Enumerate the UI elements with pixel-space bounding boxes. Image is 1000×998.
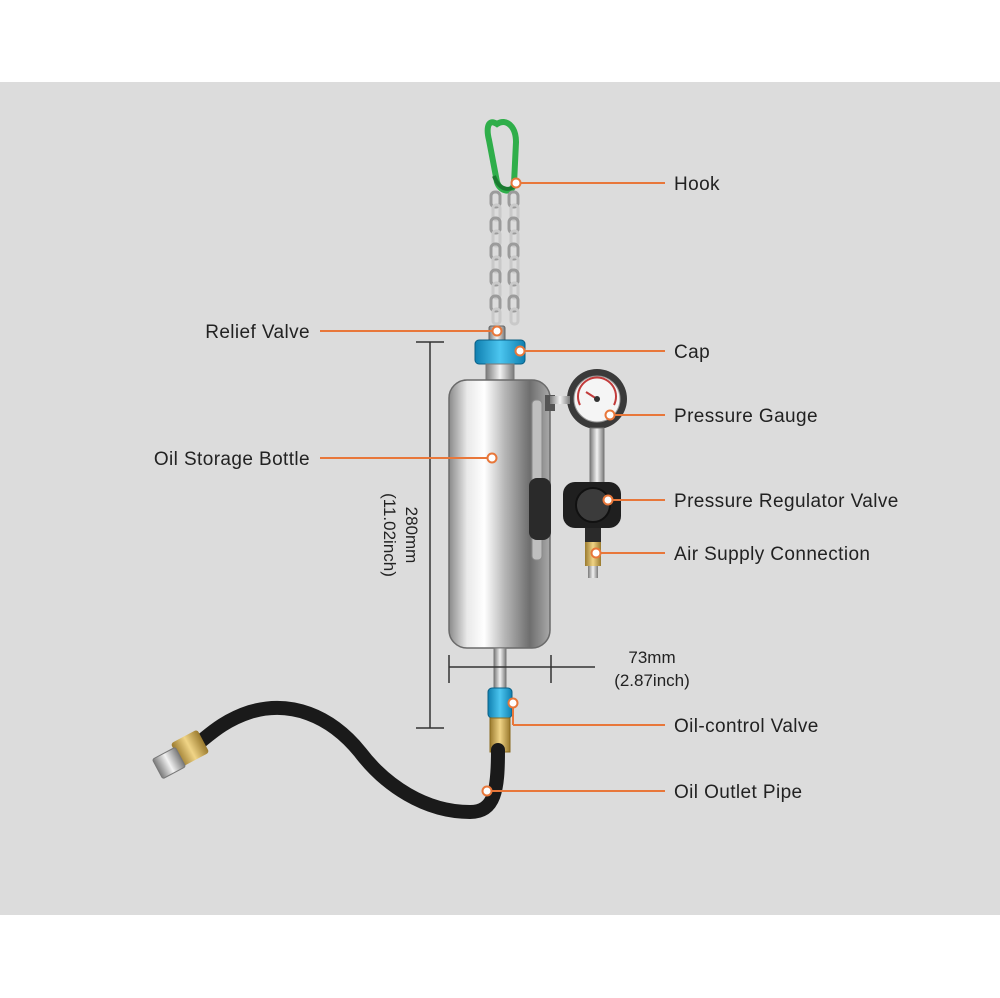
oil-storage-bottle-label: Oil Storage Bottle	[154, 449, 310, 470]
air-supply-connection-illustration	[585, 542, 601, 578]
width-dimension-line	[448, 655, 595, 683]
air-supply-connection-label: Air Supply Connection	[674, 544, 870, 565]
relief-valve-marker	[491, 325, 503, 337]
chain-illustration	[489, 190, 520, 326]
height-mm-label: 280mm	[402, 507, 421, 564]
oil-storage-bottle-marker	[486, 452, 498, 464]
oil-control-valve-illustration	[487, 647, 513, 753]
oil-control-valve-marker	[507, 697, 519, 709]
air-supply-marker	[590, 547, 602, 559]
oil-control-valve-label: Oil-control Valve	[674, 716, 819, 737]
pressure-regulator-valve-label: Pressure Regulator Valve	[674, 491, 899, 512]
cap-label: Cap	[674, 342, 710, 363]
cap-marker	[514, 345, 526, 357]
hook-label: Hook	[674, 174, 720, 195]
relief-valve-label: Relief Valve	[205, 322, 310, 343]
height-dimension-line	[416, 341, 444, 729]
pressure-gauge-marker	[604, 409, 616, 421]
width-mm-label: 73mm	[628, 648, 675, 667]
width-inch-label: (2.87inch)	[614, 671, 690, 690]
oil-storage-bottle-illustration	[448, 379, 555, 649]
pressure-regulator-illustration	[563, 482, 621, 542]
oil-outlet-pipe-label: Oil Outlet Pipe	[674, 782, 803, 803]
height-inch-label: (11.02inch)	[380, 493, 399, 577]
oil-outlet-pipe-illustration	[152, 700, 505, 820]
pressure-gauge-illustration	[550, 369, 627, 489]
pressure-regulator-marker	[602, 494, 614, 506]
oil-outlet-pipe-marker	[481, 785, 493, 797]
cap-illustration	[474, 339, 526, 385]
pressure-gauge-label: Pressure Gauge	[674, 406, 818, 427]
hook-marker	[510, 177, 522, 189]
